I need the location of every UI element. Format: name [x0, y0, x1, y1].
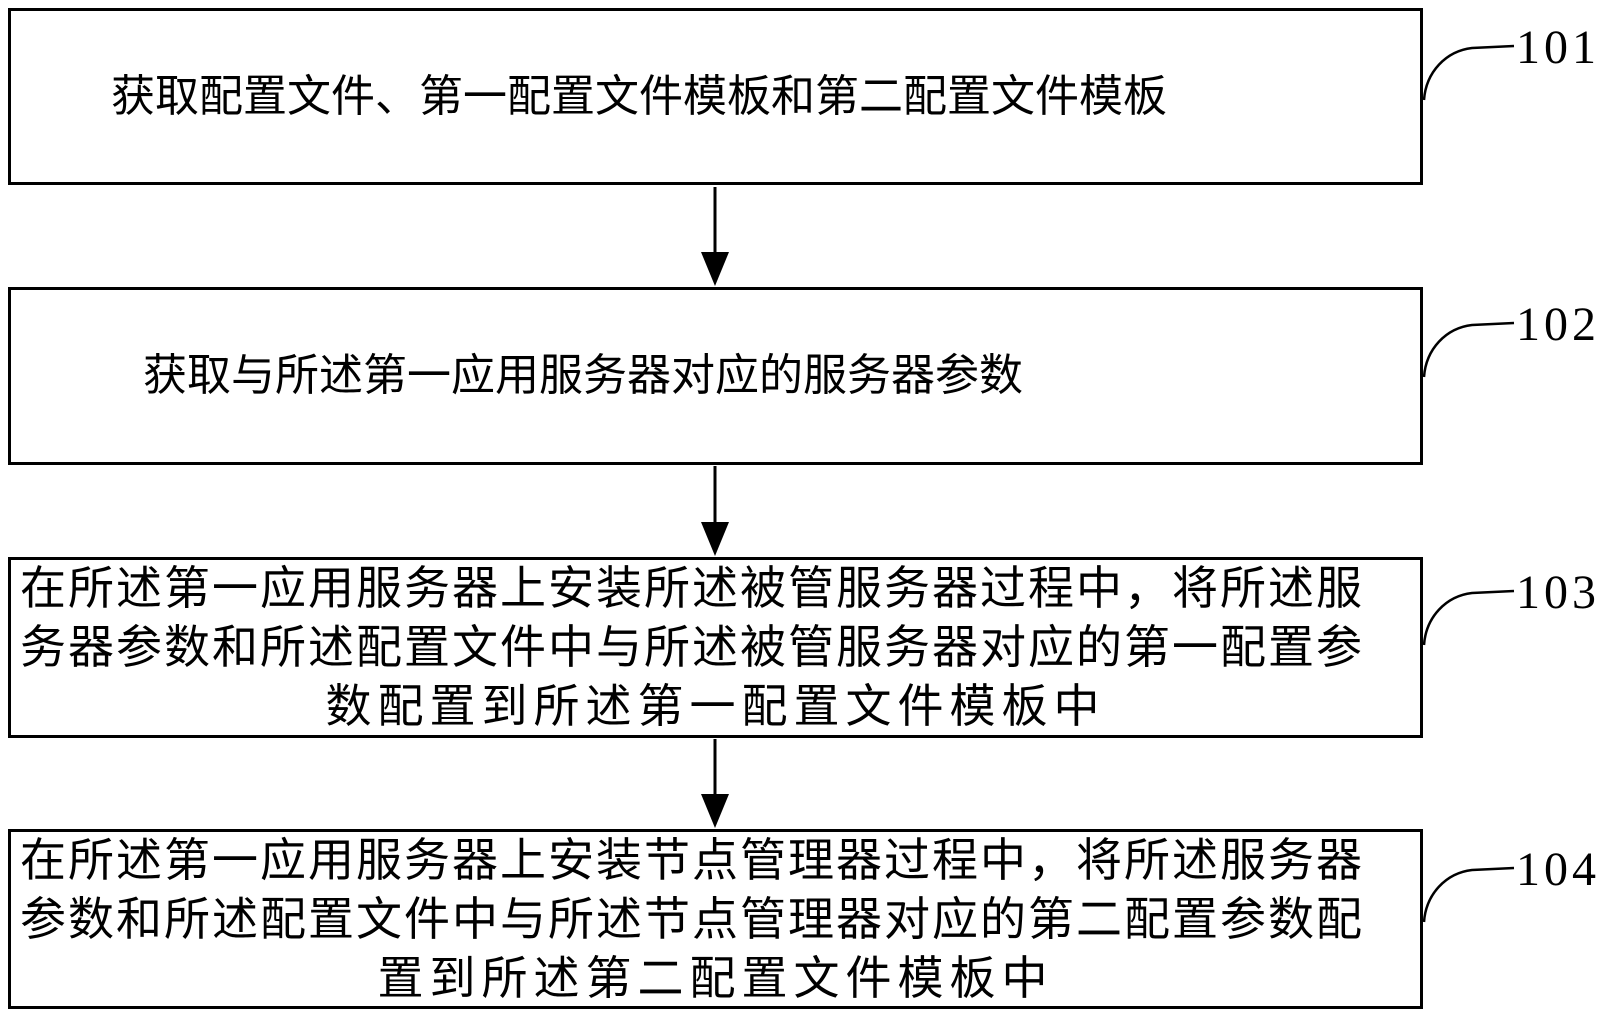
step-104-text-line-2: 参数和所述配置文件中与所述节点管理器对应的第二配置参数配: [20, 893, 1364, 945]
step-number-103: 103: [1516, 566, 1598, 619]
step-102-text: 获取与所述第一应用服务器对应的服务器参数: [143, 351, 1023, 400]
step-box-101: 获取配置文件、第一配置文件模板和第二配置文件模板: [8, 8, 1423, 185]
step-number-101: 101: [1516, 21, 1598, 74]
step-101-text: 获取配置文件、第一配置文件模板和第二配置文件模板: [111, 71, 1167, 121]
step-104-text-line-3: 置到所述第二配置文件模板中: [377, 952, 1054, 1004]
step-103-text-line-3: 数配置到所述第一配置文件模板中: [325, 681, 1106, 732]
leader-line-104: [1422, 866, 1515, 923]
step-box-104: 在所述第一应用服务器上安装节点管理器过程中，将所述服务器 参数和所述配置文件中与…: [8, 829, 1423, 1009]
arrowhead-icon: [701, 522, 729, 556]
step-number-102: 102: [1516, 298, 1598, 351]
leader-line-101: [1422, 44, 1515, 101]
step-box-102: 获取与所述第一应用服务器对应的服务器参数: [8, 287, 1423, 465]
arrowhead-icon: [701, 252, 729, 286]
arrowhead-icon: [701, 794, 729, 828]
flow-arrow-3: [701, 739, 729, 828]
step-box-103: 在所述第一应用服务器上安装所述被管服务器过程中，将所述服 务器参数和所述配置文件…: [8, 557, 1423, 738]
leader-line-102: [1422, 321, 1515, 378]
step-104-text-line-1: 在所述第一应用服务器上安装节点管理器过程中，将所述服务器: [20, 834, 1364, 886]
flow-arrow-1: [701, 187, 729, 286]
flow-arrow-2: [701, 466, 729, 556]
step-103-text-line-1: 在所述第一应用服务器上安装所述被管服务器过程中，将所述服: [20, 563, 1364, 614]
step-number-104: 104: [1516, 843, 1598, 896]
step-103-text-line-2: 务器参数和所述配置文件中与所述被管服务器对应的第一配置参: [20, 622, 1364, 673]
leader-line-103: [1422, 589, 1515, 646]
